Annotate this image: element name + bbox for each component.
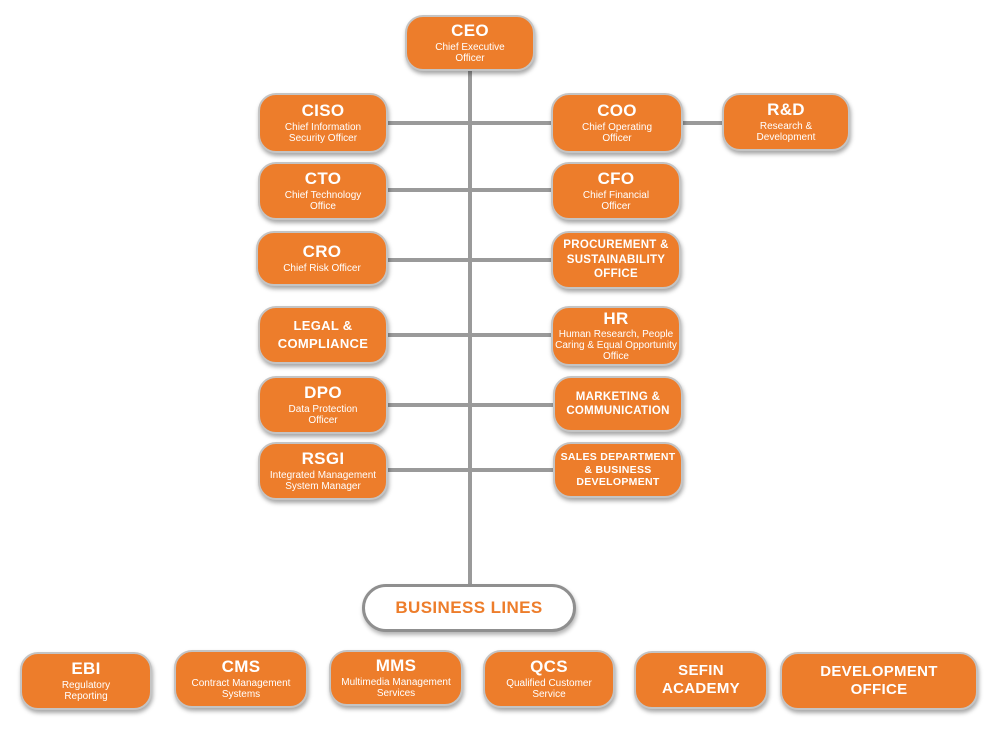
hr-subtitle: Human Research, People Caring & Equal Op… <box>555 329 677 363</box>
development-office-box[interactable]: DEVELOPMENT OFFICE <box>780 652 978 710</box>
ceo-subtitle: Chief Executive Officer <box>435 41 505 64</box>
ebi-title: EBI <box>71 659 101 679</box>
mms-title: MMS <box>375 656 417 676</box>
qcs-title: QCS <box>530 657 568 677</box>
coo-box[interactable]: COO Chief Operating Officer <box>551 93 683 153</box>
rsgi-subtitle: Integrated Management System Manager <box>269 469 377 492</box>
qcs-subtitle: Qualified Customer Service <box>506 677 592 700</box>
cto-box[interactable]: CTO Chief Technology Office <box>258 162 388 220</box>
rnd-subtitle: Research & Development <box>756 120 816 143</box>
cms-box[interactable]: CMS Contract Management Systems <box>174 650 308 708</box>
ceo-box[interactable]: CEO Chief Executive Officer <box>405 15 535 71</box>
mms-box[interactable]: MMS Multimedia Management Services <box>329 650 463 706</box>
business-lines-label[interactable]: BUSINESS LINES <box>362 584 576 632</box>
rsgi-title: RSGI <box>301 449 345 469</box>
hr-box[interactable]: HR Human Research, People Caring & Equal… <box>551 306 681 366</box>
mms-subtitle: Multimedia Management Services <box>341 676 451 699</box>
sefin-academy-title: SEFIN ACADEMY <box>662 662 740 697</box>
ebi-box[interactable]: EBI Regulatory Reporting <box>20 652 152 710</box>
rnd-box[interactable]: R&D Research & Development <box>722 93 850 151</box>
legal-compliance-title: LEGAL & COMPLIANCE <box>277 318 369 351</box>
cro-box[interactable]: CRO Chief Risk Officer <box>256 231 388 286</box>
ciso-box[interactable]: CISO Chief Information Security Officer <box>258 93 388 153</box>
ciso-subtitle: Chief Information Security Officer <box>284 121 362 144</box>
coo-subtitle: Chief Operating Officer <box>581 121 653 144</box>
dpo-box[interactable]: DPO Data Protection Officer <box>258 376 388 434</box>
cfo-box[interactable]: CFO Chief Financial Officer <box>551 162 681 220</box>
cfo-title: CFO <box>597 169 635 189</box>
sefin-academy-box[interactable]: SEFIN ACADEMY <box>634 651 768 709</box>
sales-box[interactable]: SALES DEPARTMENT & BUSINESS DEVELOPMENT <box>553 442 683 498</box>
procurement-title: PROCUREMENT & SUSTAINABILITY OFFICE <box>563 239 669 281</box>
rsgi-box[interactable]: RSGI Integrated Management System Manage… <box>258 442 388 500</box>
hr-title: HR <box>603 308 629 328</box>
qcs-box[interactable]: QCS Qualified Customer Service <box>483 650 615 708</box>
cto-subtitle: Chief Technology Office <box>284 189 362 212</box>
cms-subtitle: Contract Management Systems <box>191 677 291 700</box>
cro-subtitle: Chief Risk Officer <box>283 262 361 274</box>
cro-title: CRO <box>302 242 342 262</box>
marketing-box[interactable]: MARKETING & COMMUNICATION <box>553 376 683 432</box>
cms-title: CMS <box>221 657 261 677</box>
procurement-box[interactable]: PROCUREMENT & SUSTAINABILITY OFFICE <box>551 231 681 289</box>
dpo-subtitle: Data Protection Officer <box>288 403 358 426</box>
dpo-title: DPO <box>304 383 342 403</box>
cfo-subtitle: Chief Financial Officer <box>582 189 650 212</box>
cto-title: CTO <box>304 169 342 189</box>
development-office-title: DEVELOPMENT OFFICE <box>820 663 938 698</box>
ciso-title: CISO <box>301 101 345 121</box>
sales-title: SALES DEPARTMENT & BUSINESS DEVELOPMENT <box>560 451 676 489</box>
legal-compliance-box[interactable]: LEGAL & COMPLIANCE <box>258 306 388 364</box>
marketing-title: MARKETING & COMMUNICATION <box>566 390 670 417</box>
ebi-subtitle: Regulatory Reporting <box>61 679 111 702</box>
rnd-title: R&D <box>767 100 805 120</box>
coo-title: COO <box>597 101 637 121</box>
ceo-title: CEO <box>451 21 489 41</box>
